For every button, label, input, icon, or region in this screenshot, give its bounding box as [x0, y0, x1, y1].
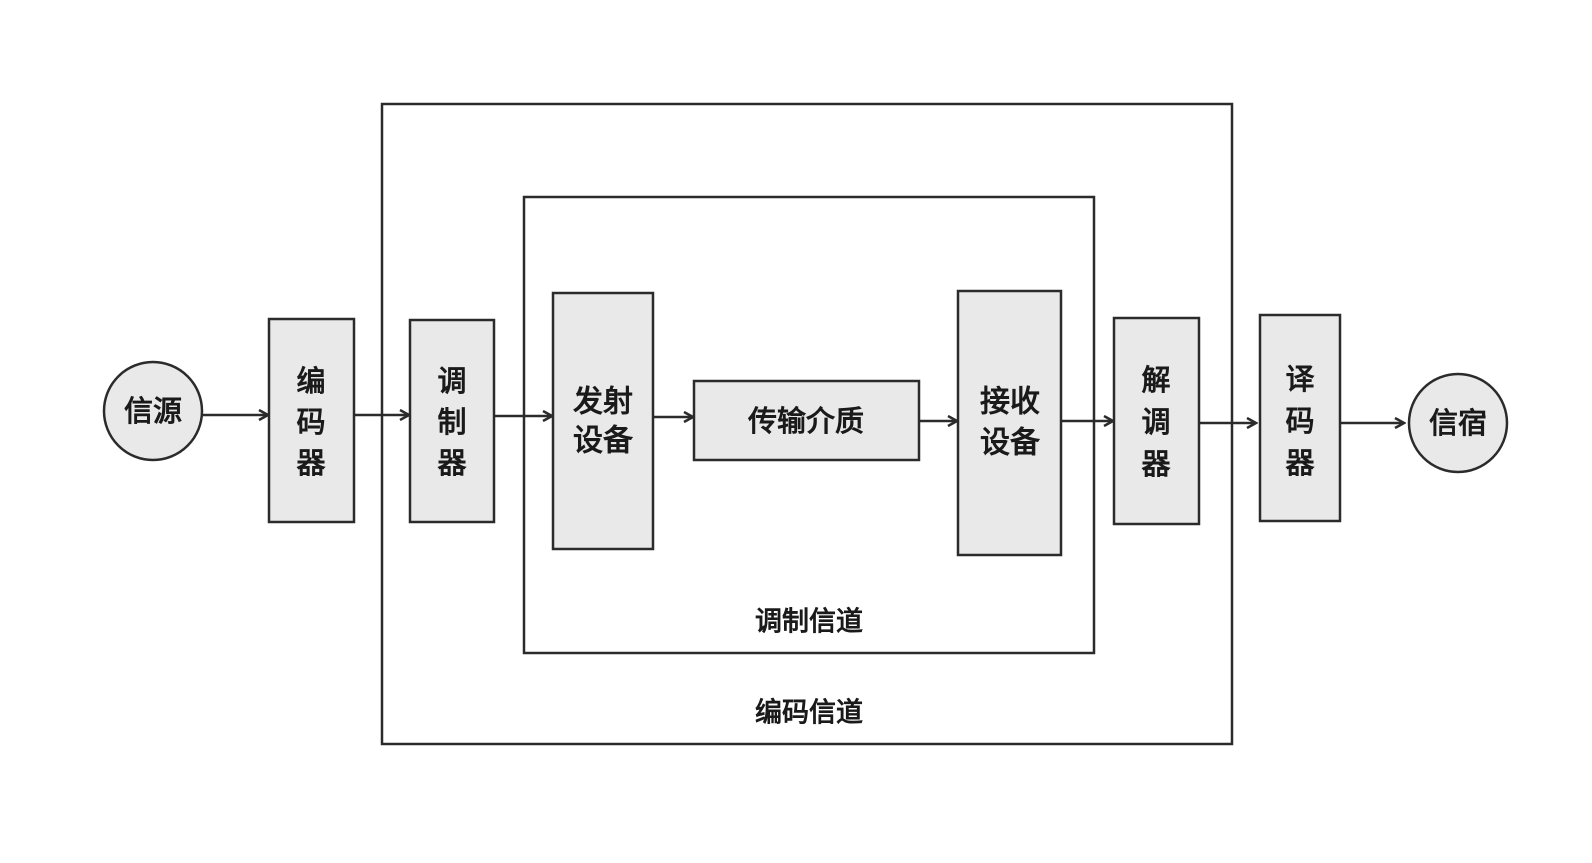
decoder-label-3: 器 [1284, 446, 1315, 480]
encoder-label-3: 器 [295, 446, 326, 480]
decoder-node [1258, 313, 1342, 523]
coding-channel-label: 编码信道 [755, 697, 863, 729]
decoder-label-2: 码 [1285, 404, 1314, 438]
transmitter-label-2: 设备 [573, 424, 634, 459]
modulation-channel-label: 调制信道 [755, 606, 863, 638]
source-label: 信源 [124, 394, 182, 428]
encoder-label-2: 码 [296, 405, 325, 439]
decoder-label-1: 译 [1285, 362, 1315, 396]
receiver-label-1: 接收 [980, 385, 1040, 420]
receiver-node [956, 289, 1063, 557]
medium-label: 传输介质 [747, 404, 864, 438]
demodulator-label-1: 解 [1141, 363, 1170, 397]
receiver-label-2: 设备 [980, 426, 1041, 461]
modulator-label-3: 器 [436, 446, 467, 480]
modulator-node [408, 318, 496, 524]
medium-node [692, 379, 921, 462]
transmitter-label-1: 发射 [572, 385, 633, 420]
demodulator-label-3: 器 [1140, 447, 1171, 481]
encoder-node [267, 317, 356, 524]
modulation-channel-frame [522, 195, 1096, 655]
sink-label: 信宿 [1429, 406, 1487, 440]
source-node [102, 360, 204, 462]
sink-node [1407, 372, 1509, 474]
encoder-label-1: 编 [296, 364, 325, 398]
modulator-label-2: 制 [437, 405, 466, 439]
transmitter-node [551, 291, 655, 551]
demodulator-node [1112, 316, 1201, 526]
demodulator-label-2: 调 [1141, 405, 1170, 439]
modulator-label-1: 调 [437, 364, 466, 398]
